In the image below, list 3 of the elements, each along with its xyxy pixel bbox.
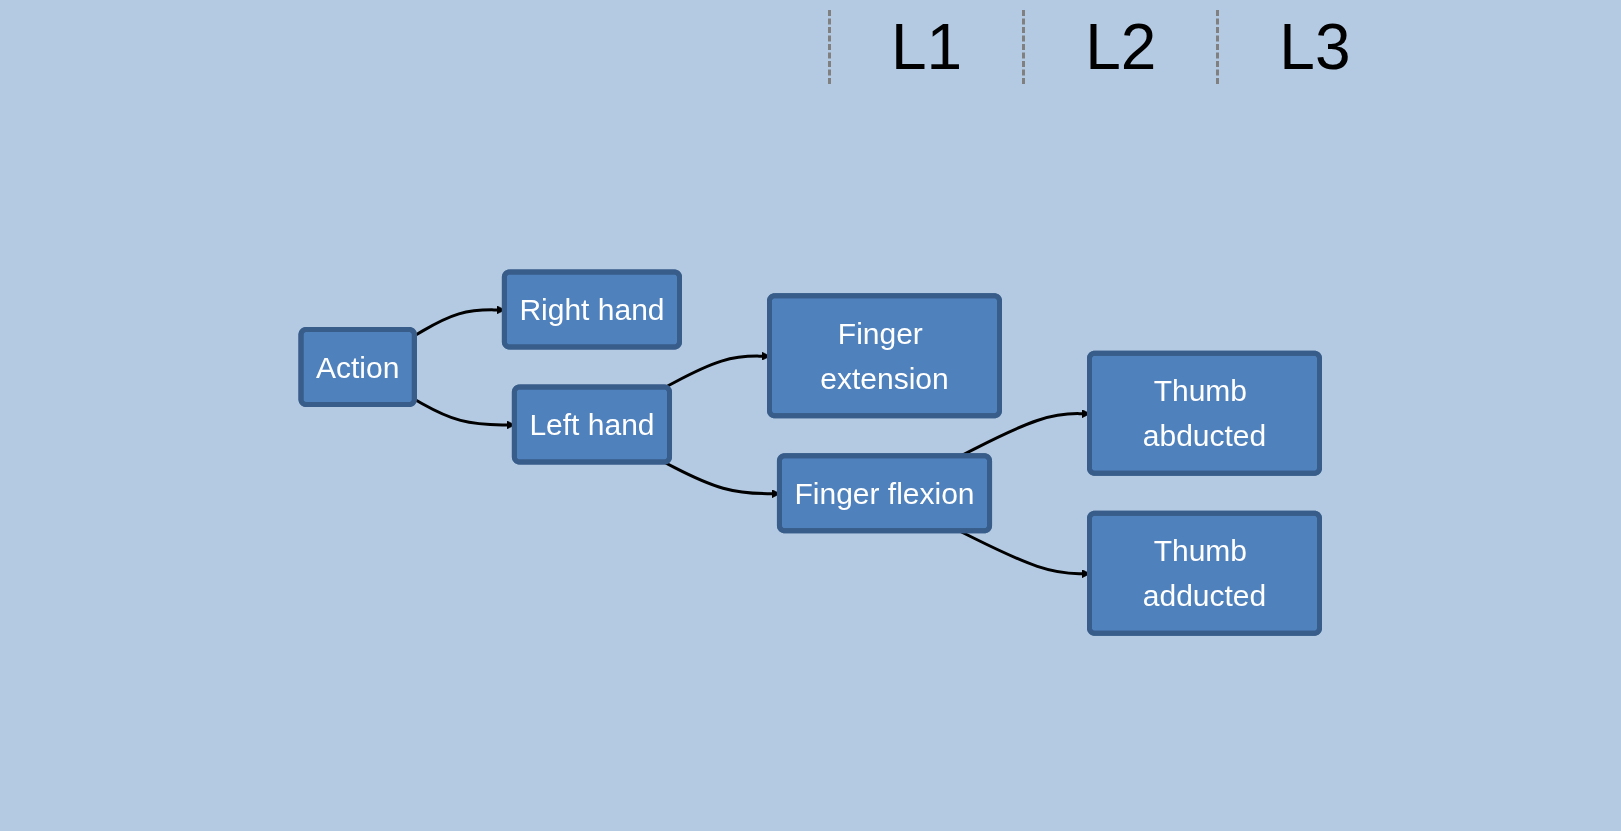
column-heading: L2 [1022, 10, 1217, 84]
column-heading: L3 [1216, 10, 1411, 84]
column-heading: L1 [827, 10, 1023, 84]
